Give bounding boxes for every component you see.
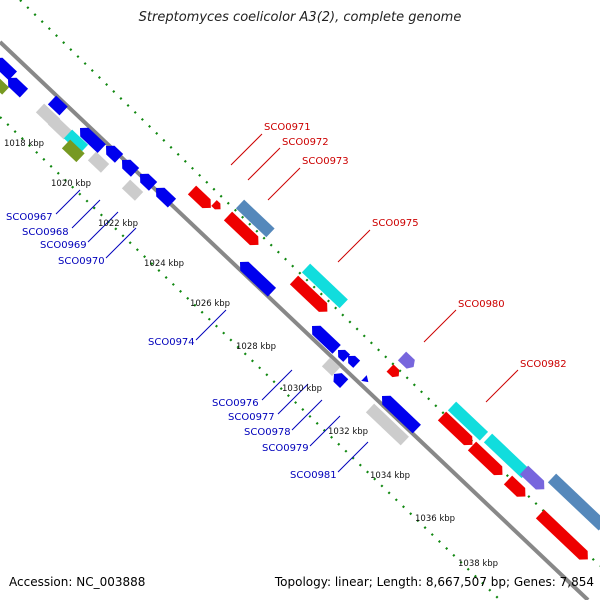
gene-sco0968c-shape: [61, 139, 85, 163]
kbp-tick-1028: 1028 kbp: [236, 342, 276, 352]
gene-sco0966-shape: [47, 95, 68, 116]
map-title: Streptomyces coelicolor A3(2), complete …: [138, 10, 462, 25]
leader-sco0970: [105, 227, 137, 259]
label-sco0972[interactable]: SCO0972: [282, 137, 329, 148]
gene-sco0968b-shape: [63, 129, 89, 154]
gene-sco0971-shape: [187, 185, 211, 209]
gene-sco0976b-shape: [338, 349, 351, 362]
gene-sco0982b-shape: [483, 433, 530, 479]
label-sco0970[interactable]: SCO0970: [58, 256, 105, 267]
leader-sco0969: [87, 211, 119, 243]
label-sco0968[interactable]: SCO0968: [22, 227, 69, 238]
leader-sco0972: [247, 147, 281, 181]
gene-left-a-shape: [0, 57, 17, 81]
label-sco0971[interactable]: SCO0971: [264, 122, 311, 133]
reverse-gene-labels: SCO0967 SCO0968 SCO0969 SCO0970 SCO0974 …: [6, 212, 337, 481]
leader-sco0973: [267, 167, 301, 201]
label-sco0982[interactable]: SCO0982: [520, 359, 567, 370]
gene-sco0983a-shape: [437, 411, 473, 446]
kbp-tick-labels: 1018 kbp 1020 kbp 1022 kbp 1024 kbp 1026…: [4, 139, 498, 569]
gene-sco0978-shape: [333, 373, 349, 388]
topology-text: Topology: linear; Length: 8,667,507 bp; …: [274, 575, 594, 589]
gene-sco0982a-shape: [447, 401, 489, 441]
leader-sco0976: [261, 369, 293, 401]
gene-left-olive-shape: [0, 76, 10, 95]
gene-sco0970d-shape: [156, 187, 177, 208]
label-sco0973[interactable]: SCO0973: [302, 156, 349, 167]
gene-sco0970a-shape: [122, 159, 140, 177]
leader-sco0968: [71, 199, 101, 229]
gene-sco0972-shape: [211, 200, 221, 210]
kbp-tick-1020: 1020 kbp: [51, 179, 91, 189]
kbp-tick-1038: 1038 kbp: [458, 559, 498, 569]
leader-sco0975: [337, 229, 371, 263]
outer-track-lower: [0, 116, 501, 600]
gene-sco0970b-shape: [121, 179, 144, 201]
kbp-tick-1032: 1032 kbp: [328, 427, 368, 437]
kbp-tick-1034: 1034 kbp: [370, 471, 410, 481]
label-sco0978[interactable]: SCO0978: [244, 427, 291, 438]
gene-sco0973b-shape: [223, 211, 259, 246]
kbp-tick-1030: 1030 kbp: [282, 384, 322, 394]
genome-backbone: [0, 40, 590, 600]
gene-sco0977-shape: [321, 357, 341, 376]
kbp-tick-1024: 1024 kbp: [144, 259, 184, 269]
gene-sco0983c-shape: [503, 475, 526, 497]
kbp-tick-1018: 1018 kbp: [4, 139, 44, 149]
gene-sco0973a-shape: [235, 199, 275, 238]
gene-sco0968-shape: [80, 127, 106, 154]
gene-sco0976a-shape: [312, 325, 341, 354]
label-sco0975[interactable]: SCO0975: [372, 218, 419, 229]
label-sco0976[interactable]: SCO0976: [212, 398, 259, 409]
gene-sco0975a-shape: [301, 263, 348, 309]
gene-sco0976c-shape: [348, 355, 361, 368]
label-sco0967[interactable]: SCO0967: [6, 212, 53, 223]
gene-sco0981b-shape: [365, 403, 409, 446]
leader-sco0971: [230, 133, 263, 166]
leader-sco0977: [277, 383, 309, 415]
gene-sco0974-shape: [240, 261, 277, 297]
gene-sco0981a-shape: [382, 395, 421, 434]
leader-sco0982: [485, 369, 519, 403]
gene-sco0979-shape: [361, 375, 369, 383]
reverse-leader-lines: [55, 189, 369, 473]
gene-sco0982c-shape: [519, 465, 545, 490]
label-sco0981[interactable]: SCO0981: [290, 470, 337, 481]
reverse-genes: [0, 57, 421, 446]
gene-left-b-shape: [8, 77, 29, 98]
gene-sco0969b-shape: [106, 145, 124, 163]
gene-sco0969-shape: [87, 151, 110, 173]
accession-text: Accession: NC_003888: [9, 575, 146, 589]
forward-genes: [187, 185, 600, 560]
kbp-tick-1036: 1036 kbp: [415, 514, 455, 524]
gene-sco0975b-shape: [289, 275, 328, 312]
leader-sco0979: [309, 415, 341, 447]
gene-sco0970c-shape: [140, 173, 158, 191]
forward-gene-labels: SCO0971 SCO0972 SCO0973 SCO0975 SCO0980 …: [264, 122, 567, 370]
leader-sco0974: [195, 309, 227, 341]
leader-sco0967: [55, 189, 81, 215]
label-sco0979[interactable]: SCO0979: [262, 443, 309, 454]
gene-sco0984b-shape: [535, 509, 588, 560]
forward-leader-lines: [230, 133, 519, 403]
label-sco0980[interactable]: SCO0980: [458, 299, 505, 310]
leader-sco0980: [423, 309, 457, 343]
kbp-tick-1022: 1022 kbp: [98, 219, 138, 229]
gene-sco0980b-shape: [386, 364, 400, 378]
gene-sco0967b-shape: [47, 115, 73, 140]
gene-sco0980a-shape: [397, 351, 415, 369]
kbp-tick-1026: 1026 kbp: [190, 299, 230, 309]
leader-sco0981: [337, 441, 369, 473]
leader-sco0978: [291, 399, 323, 431]
label-sco0974[interactable]: SCO0974: [148, 337, 195, 348]
label-sco0977[interactable]: SCO0977: [228, 412, 275, 423]
gene-sco0983b-shape: [467, 441, 503, 476]
label-sco0969[interactable]: SCO0969: [40, 240, 87, 251]
gene-sco0984a-shape: [547, 473, 600, 531]
